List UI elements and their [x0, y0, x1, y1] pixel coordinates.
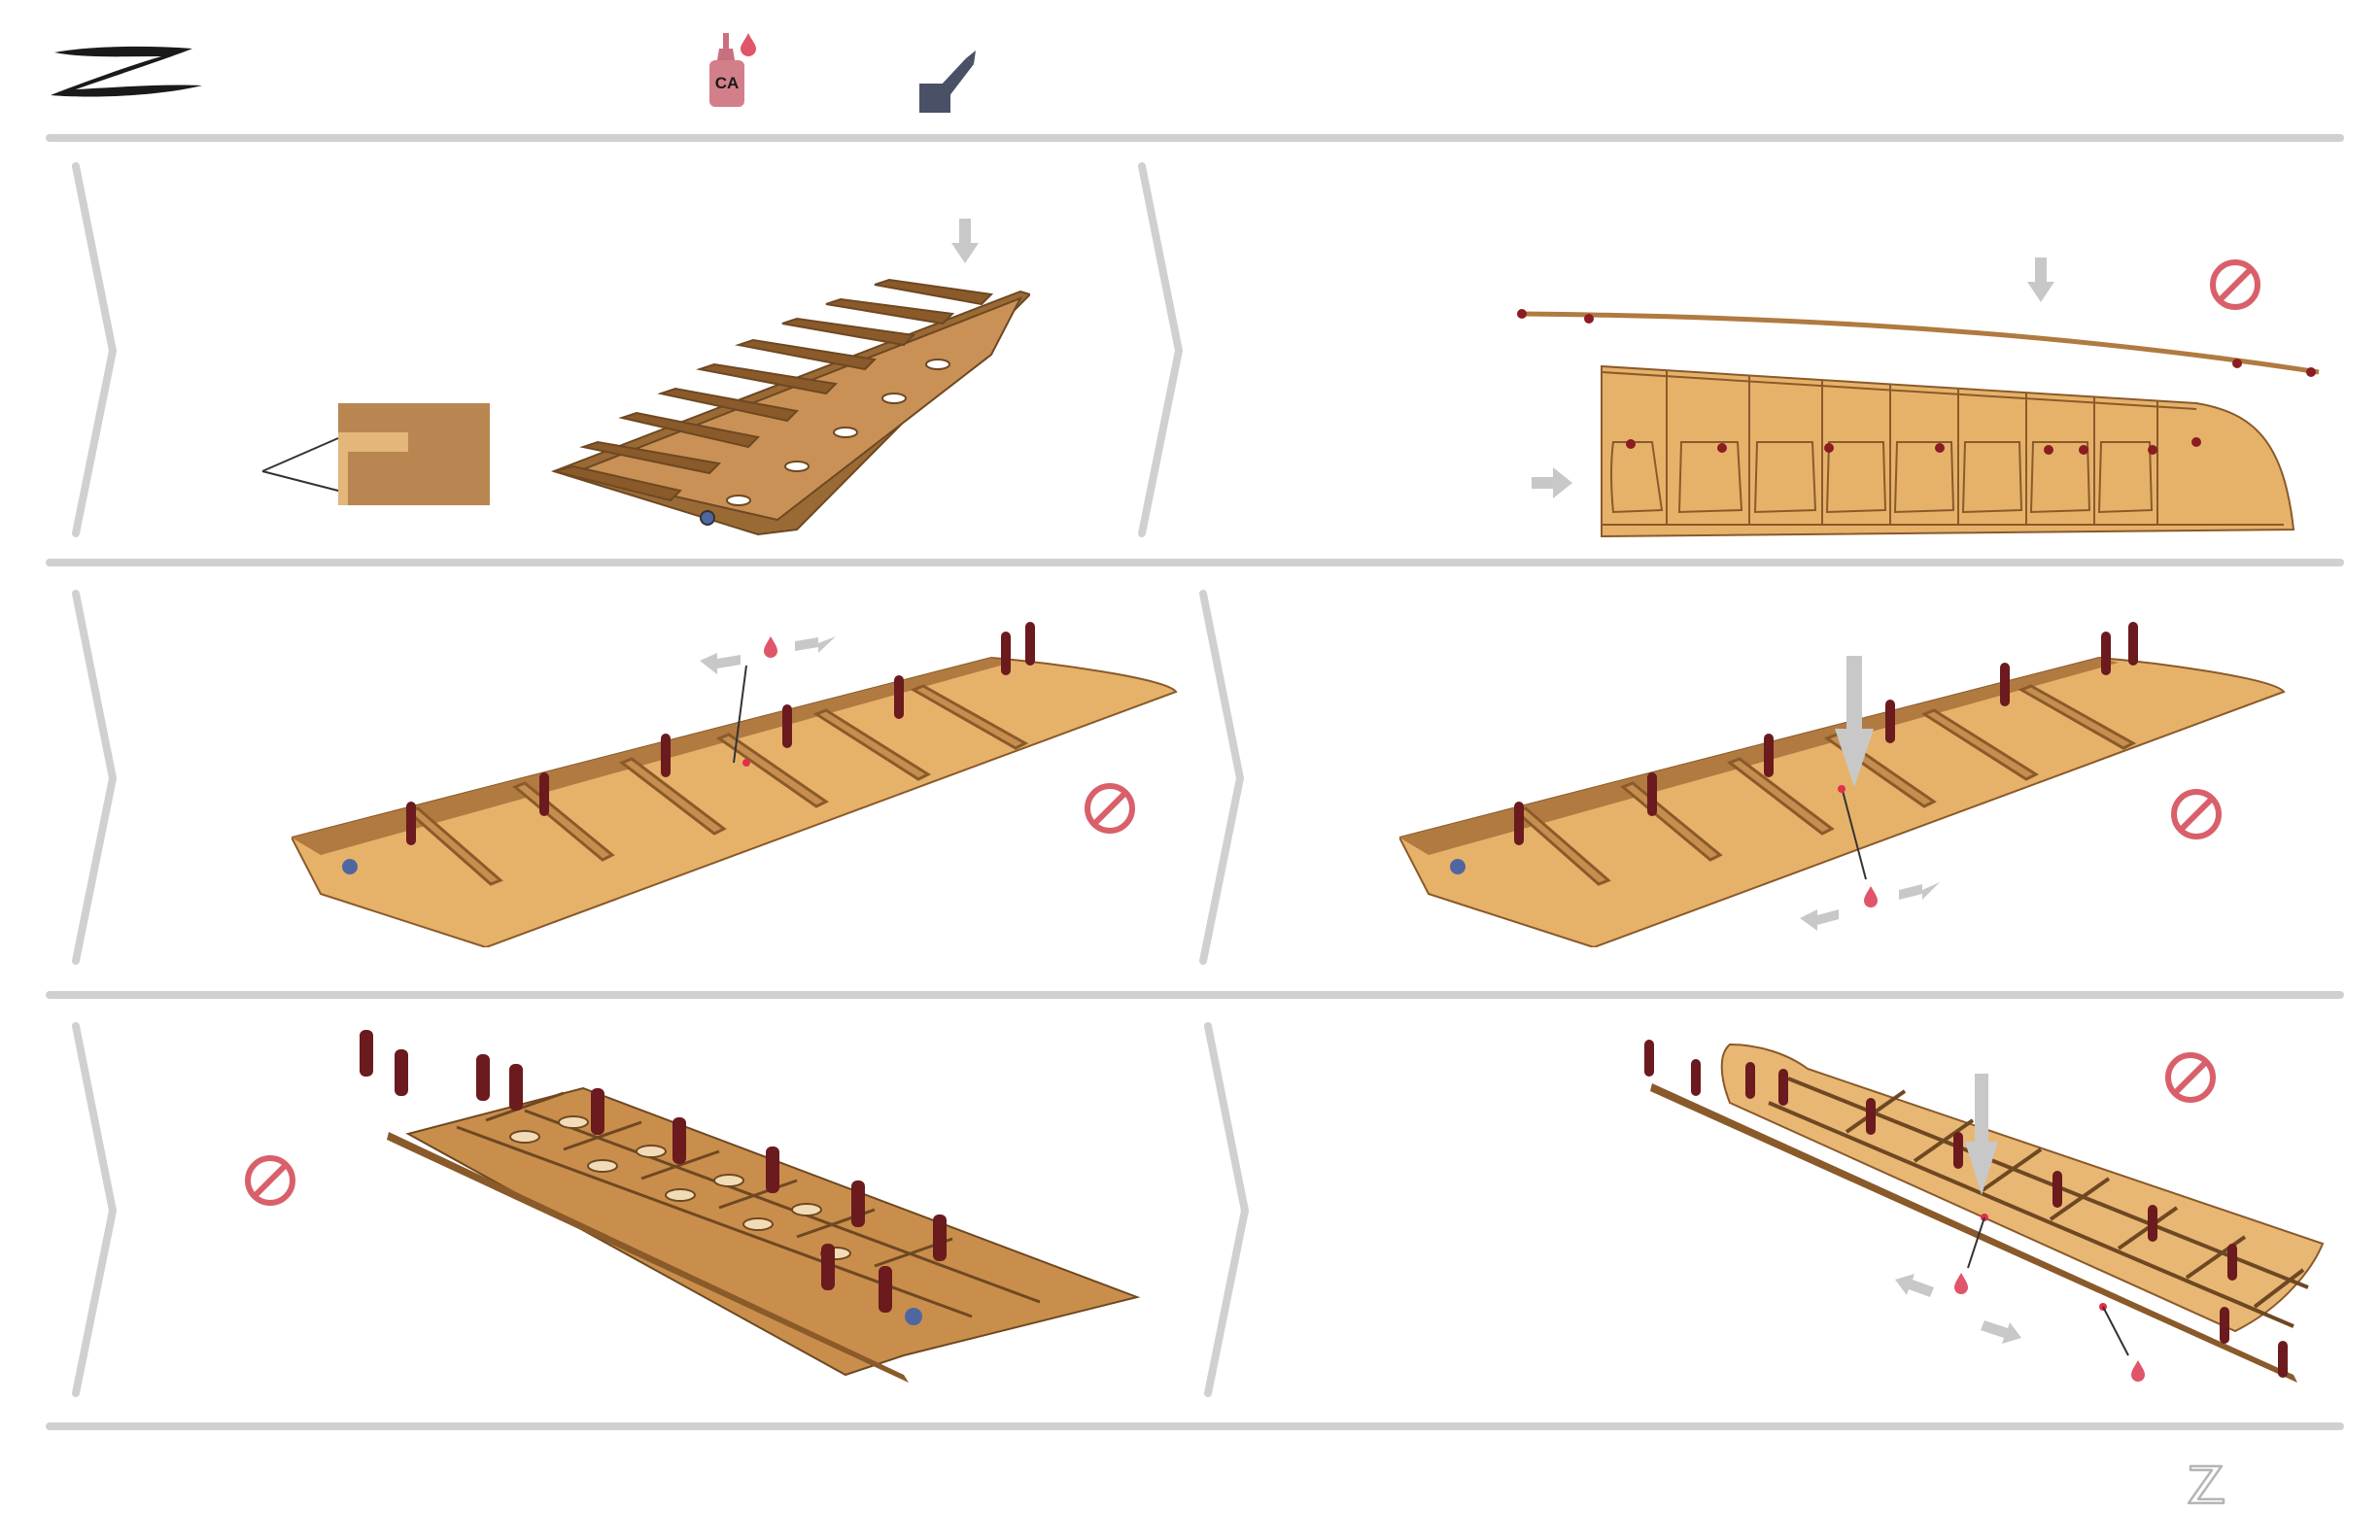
no-sign-icon [1087, 786, 1132, 831]
step-6-illustration [1633, 1025, 2332, 1414]
spar-joint-detail [262, 403, 490, 505]
wing-inverted [387, 1088, 1137, 1383]
down-arrow-icon [951, 219, 979, 263]
ca-glue-bottle-icon: CA [702, 27, 760, 115]
glue-drop-icon [764, 636, 777, 658]
wing-sheet [1602, 366, 2294, 536]
right-arrow-icon [1532, 467, 1572, 498]
step-4-illustration [1399, 612, 2294, 947]
step-chevron-1 [58, 160, 126, 539]
brand-logo [47, 39, 207, 103]
no-sign-icon [248, 1158, 293, 1203]
divider-bottom [46, 1422, 2344, 1430]
glue-drop-icon [1954, 1273, 1968, 1294]
step-chevron-6 [1190, 1020, 1259, 1399]
hobby-knife-icon [914, 47, 982, 117]
glue-drop-icon-2 [2131, 1360, 2145, 1382]
step-1-illustration [253, 209, 1030, 544]
no-sign-icon [2174, 792, 2219, 837]
divider-row-1 [46, 559, 2344, 566]
no-sign-icon [2213, 262, 2258, 307]
wing-rib-frame [554, 280, 1030, 534]
wing-section-sheeted [1399, 658, 2284, 947]
step-chevron-5 [58, 1020, 126, 1399]
step-chevron-4 [1186, 588, 1254, 967]
no-sign-icon [2168, 1055, 2213, 1100]
divider-row-2 [46, 991, 2344, 999]
glue-drop-icon [1864, 886, 1878, 907]
edge-strip [1520, 314, 2319, 372]
step-5-illustration [233, 1025, 1166, 1414]
wing-section-sheeted [292, 658, 1176, 947]
step-chevron-2 [1124, 160, 1192, 539]
ca-label: CA [709, 74, 744, 93]
step-chevron-3 [58, 588, 126, 967]
step-2-illustration [1516, 248, 2332, 549]
step-3-illustration [292, 612, 1186, 947]
divider-top [46, 134, 2344, 142]
down-arrow-icon [2027, 257, 2054, 302]
footer-logo [2185, 1460, 2227, 1507]
